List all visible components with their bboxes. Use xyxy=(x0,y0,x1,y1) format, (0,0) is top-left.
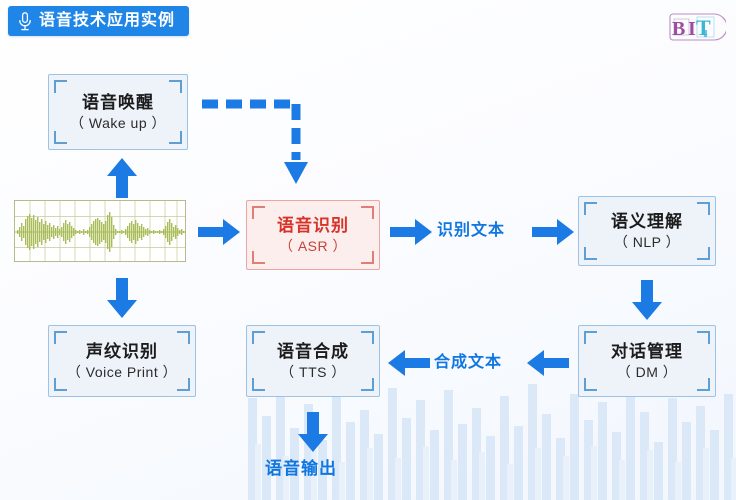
corner-bracket-br xyxy=(697,247,710,260)
arrow-left-dm-to-text xyxy=(527,350,569,381)
corner-bracket-bl xyxy=(584,378,597,391)
edge-label-voice-output: 语音输出 xyxy=(265,459,337,478)
node-label-en: （ Wake up ） xyxy=(69,114,166,131)
corner-bracket-bl xyxy=(252,378,265,391)
corner-bracket-br xyxy=(169,131,182,144)
corner-bracket-tl xyxy=(252,206,265,219)
corner-bracket-tr xyxy=(697,202,710,215)
corner-bracket-br xyxy=(177,378,190,391)
corner-bracket-tl xyxy=(584,331,597,344)
corner-bracket-bl xyxy=(252,251,265,264)
node-label-cn: 语义理解 xyxy=(611,212,683,232)
node-label-cn: 对话管理 xyxy=(611,342,683,362)
corner-bracket-tr xyxy=(177,331,190,344)
corner-bracket-br xyxy=(361,378,374,391)
node-dm[interactable]: 对话管理 （ DM ） xyxy=(578,325,716,397)
arrow-left-text-to-tts xyxy=(388,350,430,381)
logo-letter-t: T xyxy=(696,15,711,40)
node-voice-print[interactable]: 声纹识别 （ Voice Print ） xyxy=(48,325,196,397)
corner-bracket-tl xyxy=(252,331,265,344)
node-label-en: （ TTS ） xyxy=(280,363,346,380)
node-label-cn: 语音合成 xyxy=(277,342,349,362)
corner-bracket-br xyxy=(361,251,374,264)
edge-label-synthesized-text: 合成文本 xyxy=(434,354,503,371)
page-title-bar: 语音技术应用实例 xyxy=(8,6,190,36)
arrow-right-text-to-nlp xyxy=(532,219,574,250)
arrow-right-waveform-to-asr xyxy=(198,219,240,250)
microphone-icon xyxy=(18,11,32,31)
corner-bracket-bl xyxy=(54,131,67,144)
corner-bracket-tr xyxy=(697,331,710,344)
arrow-down-nlp-to-dm xyxy=(631,280,663,325)
corner-bracket-tr xyxy=(361,206,374,219)
node-label-cn: 语音唤醒 xyxy=(82,93,154,113)
corner-bracket-bl xyxy=(54,378,67,391)
arrow-up-to-wake-up xyxy=(106,158,138,203)
corner-bracket-tl xyxy=(54,331,67,344)
arrow-right-asr-to-text xyxy=(390,219,432,250)
node-label-en: （ DM ） xyxy=(616,363,678,380)
corner-bracket-tr xyxy=(361,331,374,344)
node-tts[interactable]: 语音合成 （ TTS ） xyxy=(246,325,380,397)
arrow-down-to-voice-print xyxy=(106,278,138,323)
logo-letter-i: I xyxy=(688,18,696,40)
node-asr[interactable]: 语音识别 （ ASR ） xyxy=(246,200,380,270)
corner-bracket-tl xyxy=(54,80,67,93)
node-label-cn: 声纹识别 xyxy=(86,342,158,362)
node-wake-up[interactable]: 语音唤醒 （ Wake up ） xyxy=(48,74,188,150)
audio-waveform-display xyxy=(14,200,186,262)
edge-label-recognized-text: 识别文本 xyxy=(437,222,506,239)
corner-bracket-bl xyxy=(584,247,597,260)
corner-bracket-br xyxy=(697,378,710,391)
corner-bracket-tr xyxy=(169,80,182,93)
dashed-arrow-wakeup-to-asr xyxy=(196,88,316,198)
node-label-en: （ NLP ） xyxy=(613,233,681,250)
arrow-down-tts-to-output xyxy=(297,412,329,457)
node-nlp[interactable]: 语义理解 （ NLP ） xyxy=(578,196,716,266)
bit-logo: B I T xyxy=(664,8,728,46)
node-label-en: （ ASR ） xyxy=(278,237,348,254)
logo-letter-b: B xyxy=(672,18,685,40)
corner-bracket-tl xyxy=(584,202,597,215)
page-title: 语音技术应用实例 xyxy=(39,12,176,29)
node-label-en: （ Voice Print ） xyxy=(66,363,178,380)
node-label-cn: 语音识别 xyxy=(277,216,349,236)
